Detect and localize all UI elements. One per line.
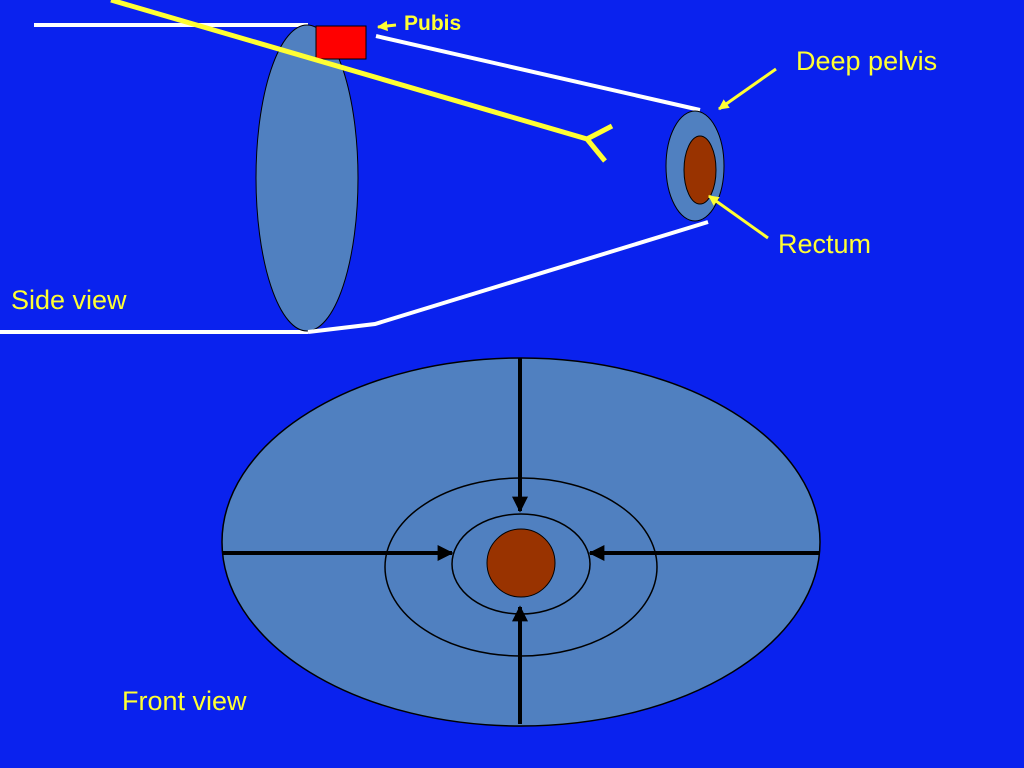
side-top-converging-line: [375, 34, 701, 112]
speculum-instrument: [110, 0, 614, 163]
pubis-pointer-arrow: [376, 20, 397, 32]
side-view: [0, 0, 777, 334]
side-rectum-ellipse: [683, 135, 717, 205]
front-rectum-circle: [486, 528, 556, 598]
rectum-label: Rectum: [778, 229, 872, 259]
side-bottom-converging-line: [307, 220, 709, 334]
deep-pelvis-label: Deep pelvis: [796, 46, 938, 76]
side-pelvic-floor-ellipse: [255, 24, 359, 332]
front-view-label: Front view: [122, 686, 247, 716]
pubis-label: Pubis: [404, 12, 462, 35]
front-view: [221, 357, 821, 727]
side-view-label: Side view: [11, 285, 127, 315]
pubis-box: [315, 25, 367, 60]
deep-pelvis-pointer-arrow: [718, 67, 777, 111]
rectum-pointer-arrow: [708, 194, 769, 240]
